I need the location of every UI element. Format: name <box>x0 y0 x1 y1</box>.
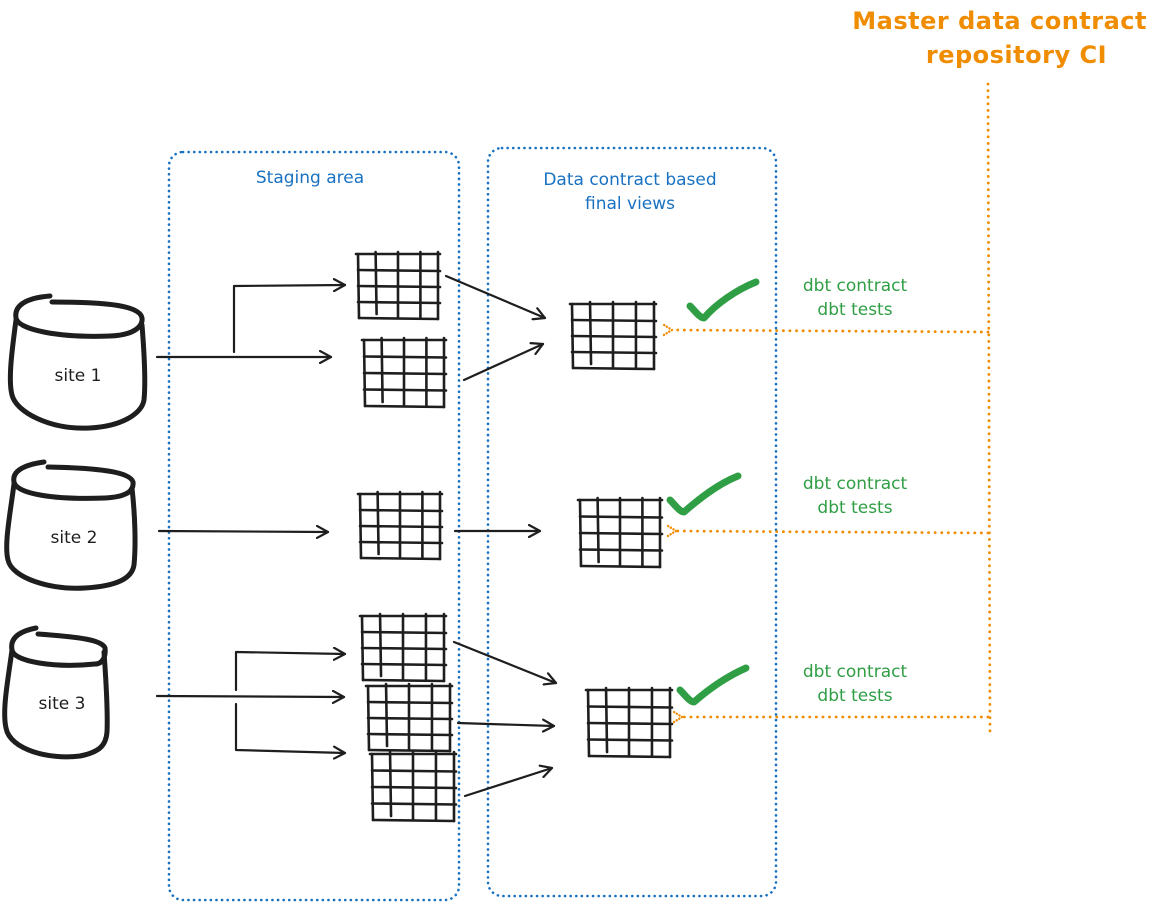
site-1-label: site 1 <box>54 366 102 386</box>
checkmark-icon <box>686 278 760 322</box>
checkmark-icon <box>666 472 742 516</box>
final-view-table-icon <box>584 686 674 759</box>
final-views-zone-border <box>486 146 778 898</box>
site-2-label: site 2 <box>50 528 98 548</box>
final-views-zone-label-line1: Data contract based <box>543 170 717 190</box>
flow-arrow <box>232 285 347 354</box>
staging-zone-label: Staging area <box>255 168 365 188</box>
staging-table-icon <box>354 250 442 321</box>
staging-table-icon <box>368 750 458 823</box>
check-label-line2: dbt tests <box>817 498 893 518</box>
checkmark-icon <box>676 664 750 706</box>
check-label-line2: dbt tests <box>817 300 893 320</box>
database-cylinder-icon <box>2 625 110 760</box>
staging-table-icon <box>358 612 448 683</box>
database-cylinder-icon <box>7 293 148 431</box>
ci-label: Master data contract repository CI <box>852 4 1147 72</box>
staging-table-icon <box>356 490 444 561</box>
flow-arrow <box>155 696 346 697</box>
flow-arrow <box>444 274 547 318</box>
flow-arrow <box>157 531 330 532</box>
staging-table-icon <box>360 336 448 409</box>
final-views-zone-label-line2: final views <box>584 194 676 214</box>
staging-table-icon <box>364 682 454 753</box>
ci-label-line2: repository CI <box>925 41 1107 69</box>
check-label-1: dbt contract dbt tests <box>780 274 930 322</box>
flow-arrow <box>463 768 554 798</box>
check-label-line2: dbt tests <box>817 686 893 706</box>
flow-arrow <box>452 640 558 683</box>
ci-label-line1: Master data contract <box>852 7 1147 35</box>
staging-zone-border <box>167 150 461 902</box>
ci-branch-line-2 <box>676 531 990 533</box>
flow-arrow <box>456 723 556 726</box>
flow-arrow <box>462 344 545 382</box>
site-3-label: site 3 <box>38 694 86 714</box>
check-label-line1: dbt contract <box>802 276 908 296</box>
check-label-3: dbt contract dbt tests <box>780 660 930 708</box>
final-views-zone-label: Data contract based final views <box>510 168 750 216</box>
database-cylinder-icon <box>4 459 138 591</box>
ci-trunk-line <box>986 82 992 738</box>
flow-arrow <box>234 652 347 692</box>
final-view-table-icon <box>576 496 664 569</box>
final-view-table-icon <box>568 300 658 371</box>
check-label-2: dbt contract dbt tests <box>780 472 930 520</box>
flow-arrow <box>234 702 347 753</box>
check-label-line1: dbt contract <box>802 474 908 494</box>
ci-branch-line-1 <box>672 330 990 332</box>
check-label-line1: dbt contract <box>802 662 908 682</box>
